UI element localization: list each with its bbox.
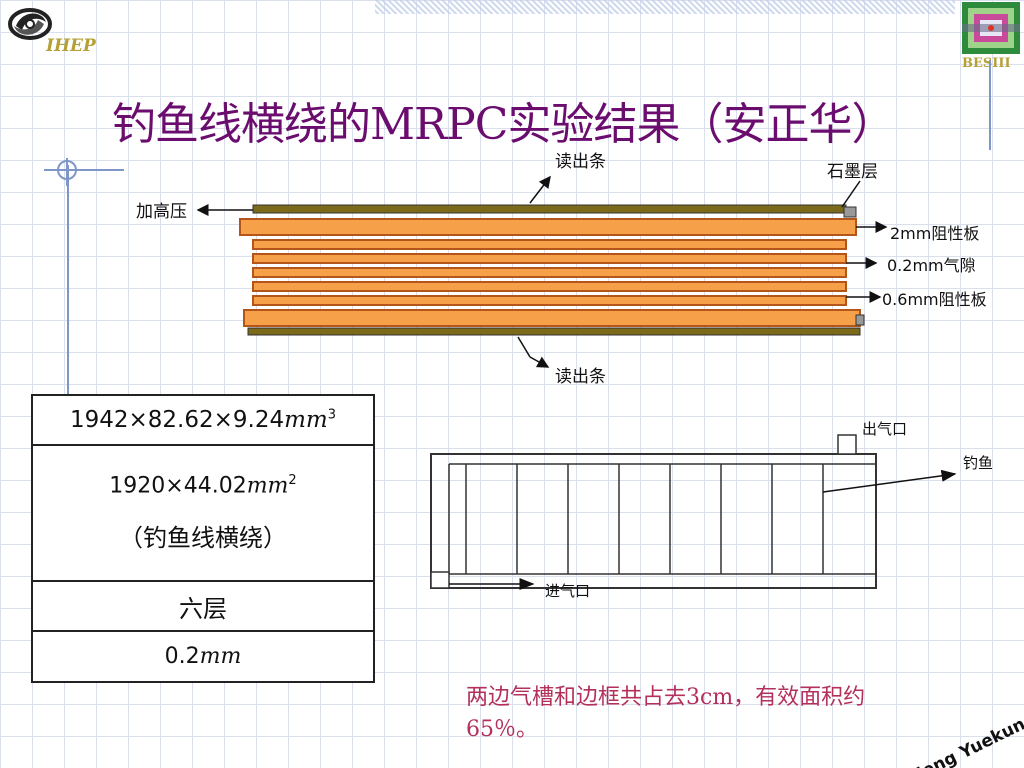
label-2mm-plate: 2mm阻性板 (890, 224, 979, 243)
spec-table: 1942×82.62×9.24mm3 1920×44.02mm2 （钓鱼线横绕）… (31, 394, 375, 683)
mrpc-top-view: 出气口 钓鱼 进气口 (430, 420, 993, 600)
graphite-layer-top (843, 206, 857, 218)
decor-line-left (67, 165, 69, 395)
spec-dimensions-text: 1942×82.62×9.24mm3 (70, 407, 336, 433)
spec-gap-row: 0.2mm (33, 632, 373, 681)
ihep-logo: IHEP (2, 2, 102, 58)
header-band (375, 0, 955, 14)
label-inlet: 进气口 (545, 582, 590, 600)
crosshair-bullet-icon (44, 158, 124, 186)
signature: Heng Yuekun (906, 714, 1024, 768)
spec-winding-note: （钓鱼线横绕） (119, 524, 287, 553)
gas-outlet (837, 434, 857, 455)
resistive-plate-thin-3 (252, 267, 847, 278)
detector-icon (962, 2, 1020, 54)
spec-dimensions-unit: mm (284, 407, 328, 433)
label-fishline: 钓鱼 (963, 454, 993, 472)
label-gap: 0.2mm气隙 (887, 256, 976, 275)
readout-strip-bottom (247, 327, 861, 336)
label-outlet: 出气口 (862, 420, 907, 438)
besiii-logo-text: BESIII (962, 56, 1011, 71)
spec-layers: 六层 (179, 594, 227, 623)
label-graphite: 石墨层 (827, 162, 878, 182)
label-hv: 加高压 (136, 202, 187, 222)
resistive-plate-2mm-top (239, 218, 857, 236)
gas-inlet (430, 571, 450, 589)
label-readout-top: 读出条 (555, 152, 606, 172)
label-06mm-plate: 0.6mm阻性板 (882, 290, 987, 309)
signature-text: Heng Yuekun (906, 714, 1024, 768)
decor-line-right (989, 60, 991, 150)
spec-dimensions-row: 1942×82.62×9.24mm3 (33, 396, 373, 446)
spec-area-unit: mm (246, 473, 289, 499)
label-readout-bottom: 读出条 (555, 367, 606, 387)
resistive-plate-thin-4 (252, 281, 847, 292)
slide-title: 钓鱼线横绕的MRPC实验结果（安正华） (112, 99, 895, 150)
spec-area-row: 1920×44.02mm2 （钓鱼线横绕） (33, 446, 373, 582)
spec-dimensions-value: 1942×82.62×9.24 (69, 407, 285, 433)
mrpc-cross-section: 读出条 石墨层 加高压 2mm阻性板 0.2mm气隙 0.6mm阻性板 读出条 (136, 152, 987, 387)
resistive-plate-2mm-bottom (243, 309, 861, 327)
spec-dimensions-sup: 3 (327, 407, 337, 423)
spec-gap-text: 0.2mm (165, 644, 242, 669)
spec-gap-unit: mm (199, 644, 242, 669)
swirl-icon (8, 8, 52, 40)
spec-layers-row: 六层 (33, 582, 373, 632)
graphite-layer-bottom (855, 314, 865, 326)
ihep-logo-text: IHEP (46, 36, 96, 56)
resistive-plate-thin-2 (252, 253, 847, 264)
readout-strip-top (252, 204, 847, 214)
besiii-logo: BESIII (960, 0, 1024, 74)
spec-area-text: 1920×44.02mm2 (109, 473, 296, 498)
spec-area-value: 1920×44.02 (109, 473, 247, 499)
resistive-plate-thin-1 (252, 239, 847, 250)
area-note: 两边气槽和边框共占去3cm，有效面积约65％。 (466, 685, 866, 742)
chamber-frame (430, 453, 877, 589)
resistive-plate-thin-5 (252, 295, 847, 306)
spec-gap-value: 0.2 (164, 644, 200, 669)
spec-area-sup: 2 (288, 472, 297, 488)
